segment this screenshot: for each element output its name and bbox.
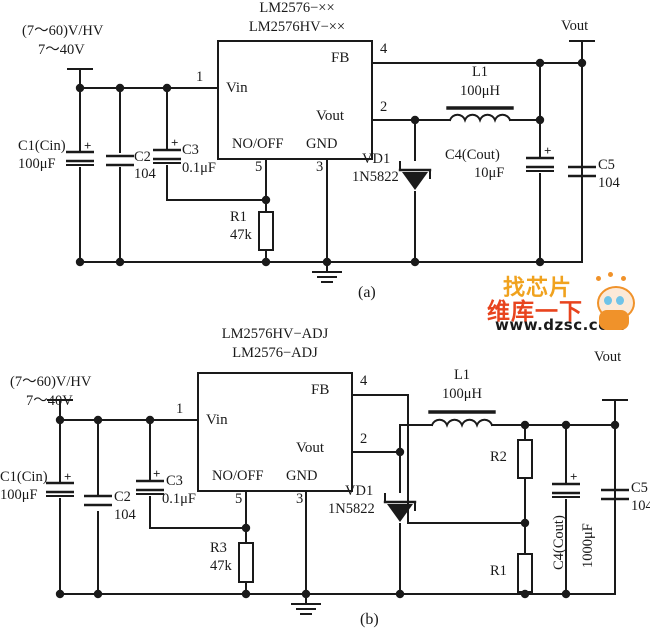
c4-value-b: 1000μF [580,523,596,568]
pin-number-fb-b: 4 [360,373,368,389]
c3-value-b: 0.1μF [162,491,196,507]
r3-value-b: 47k [210,558,232,574]
vd1-value-b: 1N5822 [328,501,375,517]
c1-value-a: 100μF [18,156,56,172]
vd1-value-a: 1N5822 [352,169,399,185]
c4-ref-a: C4(Cout) [445,147,500,163]
r1-ref-a: R1 [230,209,247,225]
c3-ref-b: C3 [166,473,183,489]
vd1-body-b [387,504,413,522]
c1-polarity-b: + [64,469,72,484]
c5-ref-b: C5 [631,480,648,496]
pin-number-fb-a: 4 [380,41,388,57]
l1-ref-a: L1 [471,64,489,80]
watermark-line2: 维库一下 [487,299,583,325]
c1-ref-a: C1(Cin) [18,138,66,154]
output-terminal-label-a: Vout [561,18,589,34]
r1-body-b [517,553,533,593]
pin-label-fb-b: FB [311,382,330,398]
mascot-icon [587,272,643,330]
caption-b: (b) [360,611,379,628]
c3-polarity-b: + [153,466,161,481]
ic-part-number-top-a: LM2576−×× [259,0,335,16]
pin-number-gnd-b: 3 [296,491,304,507]
r1-body-a [258,211,274,251]
watermark-line1: 找芯片 [503,276,573,301]
vd1-body-a [402,172,428,190]
pin-label-vout-b: Vout [296,440,325,456]
c3-polarity-a: + [171,135,179,150]
c5-value-a: 104 [598,175,620,191]
c2-value-b: 104 [114,507,136,523]
supply-label-line1-b: (7～60)V/HV [10,374,92,390]
l1-value-a: 100μH [460,83,500,99]
caption-a: (a) [358,284,376,301]
c2-value-a: 104 [134,166,156,182]
watermark-url: www.dzsc.com [495,316,626,334]
supply-label-line2-b: 7～40V [26,393,73,409]
r3-body-b [238,542,254,583]
c5-ref-a: C5 [598,157,615,173]
pin-number-onoff-b: 5 [235,491,243,507]
l1-coil-b [430,418,494,428]
pin-number-vout-b: 2 [360,431,368,447]
ic-body-a [217,40,373,160]
pin-label-vin-a: Vin [226,80,248,96]
l1-coil-a [448,113,512,123]
pin-number-onoff-a: 5 [255,159,263,175]
ic-part-number-top-b: LM2576HV−ADJ [221,326,329,342]
c2-ref-a: C2 [134,149,151,165]
r1-ref-b: R1 [490,563,507,579]
c1-ref-b: C1(Cin) [0,469,48,485]
pin-label-vout-a: Vout [316,108,345,124]
l1-value-b: 100μH [442,386,482,402]
l1-ref-b: L1 [453,367,471,383]
pin-label-onoff-a: NO/OFF [232,136,284,152]
c5-value-b: 104 [631,498,650,514]
pin-label-onoff-b: NO/OFF [212,468,264,484]
ic-body-b [197,372,353,492]
c4-ref-b: C4(Cout) [551,515,567,570]
output-terminal-label-b: Vout [594,349,622,365]
r1-value-a: 47k [230,227,252,243]
pin-number-vout-a: 2 [380,99,388,115]
c4-polarity-a: + [544,143,552,158]
c4-polarity-b: + [570,469,578,484]
watermark: 找芯片 维库一下 www.dzsc.com [487,270,645,334]
r3-ref-b: R3 [210,540,227,556]
r2-body-b [517,439,533,479]
junction-dots [55,58,620,599]
c3-value-a: 0.1μF [182,160,216,176]
pin-label-gnd-a: GND [306,136,338,152]
pin-number-vin-b: 1 [176,401,184,417]
supply-label-line1-a: (7～60)V/HV [22,23,104,39]
ic-part-number-bottom-b: LM2576−ADJ [232,345,318,361]
supply-label-line2-a: 7～40V [38,42,85,58]
vd1-ref-a: VD1 [362,151,391,167]
c1-value-b: 100μF [0,487,38,503]
pin-label-vin-b: Vin [206,412,228,428]
ic-part-number-bottom-a: LM2576HV−×× [248,19,346,35]
r2-ref-b: R2 [490,449,507,465]
pin-number-gnd-a: 3 [316,159,324,175]
pin-label-gnd-b: GND [286,468,318,484]
c1-polarity-a: + [84,138,92,153]
pin-number-vin-a: 1 [196,69,204,85]
vd1-ref-b: VD1 [345,483,374,499]
pin-label-fb-a: FB [331,50,350,66]
c2-ref-b: C2 [114,489,131,505]
c3-ref-a: C3 [182,142,199,158]
c4-value-a: 10μF [474,165,505,181]
